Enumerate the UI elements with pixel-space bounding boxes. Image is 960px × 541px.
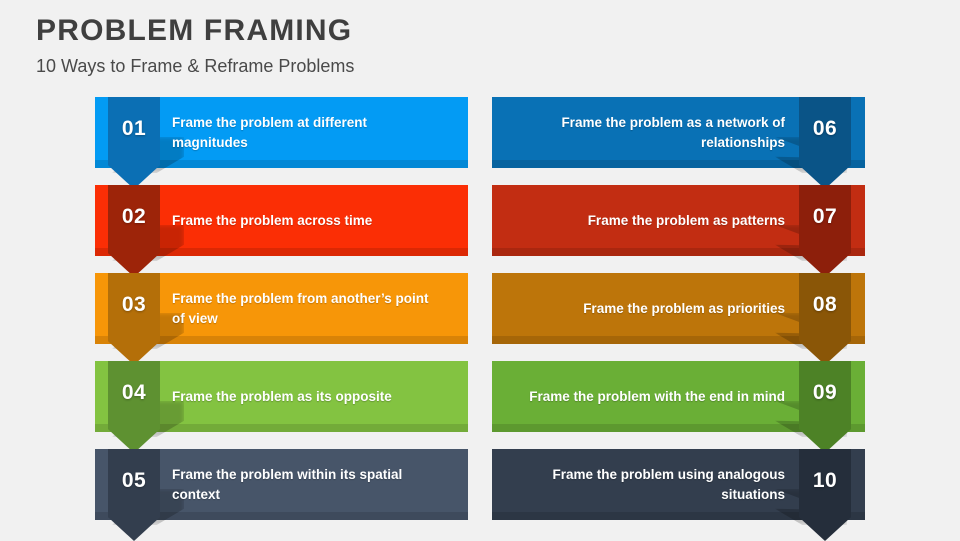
item-number: 07 xyxy=(812,205,838,228)
item-label: Frame the problem as a network of relati… xyxy=(561,114,785,150)
framing-item-08[interactable]: Frame the problem as priorities 08 xyxy=(492,273,865,365)
number-ribbon-badge: 03 xyxy=(108,273,160,365)
number-ribbon-badge: 01 xyxy=(108,97,160,189)
framing-item-07[interactable]: Frame the problem as patterns 07 xyxy=(492,185,865,277)
number-ribbon-badge: 06 xyxy=(799,97,851,189)
item-number: 10 xyxy=(812,469,838,492)
item-number: 01 xyxy=(121,117,147,140)
number-ribbon-badge: 08 xyxy=(799,273,851,365)
number-ribbon-badge: 05 xyxy=(108,449,160,541)
item-label: Frame the problem with the end in mind xyxy=(529,388,785,404)
left-column: Frame the problem at different magnitude… xyxy=(95,97,468,541)
framing-item-10[interactable]: Frame the problem using analogous situat… xyxy=(492,449,865,541)
framing-item-03[interactable]: Frame the problem from another’s point o… xyxy=(95,273,468,365)
framing-item-01[interactable]: Frame the problem at different magnitude… xyxy=(95,97,468,189)
slide-header: PROBLEM FRAMING 10 Ways to Frame & Refra… xyxy=(36,14,736,77)
item-label: Frame the problem across time xyxy=(172,212,373,228)
framing-item-02[interactable]: Frame the problem across time 02 xyxy=(95,185,468,277)
item-number: 02 xyxy=(121,205,147,228)
number-ribbon-badge: 10 xyxy=(799,449,851,541)
framing-item-04[interactable]: Frame the problem as its opposite 04 xyxy=(95,361,468,453)
page-subtitle: 10 Ways to Frame & Reframe Problems xyxy=(36,56,355,76)
item-number: 03 xyxy=(121,293,147,316)
item-number: 06 xyxy=(812,117,838,140)
item-number: 08 xyxy=(812,293,838,316)
right-column: Frame the problem as a network of relati… xyxy=(492,97,865,541)
item-label: Frame the problem using analogous situat… xyxy=(552,466,785,502)
framing-item-09[interactable]: Frame the problem with the end in mind 09 xyxy=(492,361,865,453)
page-title: PROBLEM FRAMING xyxy=(36,14,353,47)
item-number: 05 xyxy=(121,469,147,492)
item-label: Frame the problem as patterns xyxy=(587,212,785,228)
item-label: Frame the problem as its opposite xyxy=(172,388,392,404)
framing-item-05[interactable]: Frame the problem within its spatial con… xyxy=(95,449,468,541)
number-ribbon-badge: 04 xyxy=(108,361,160,453)
item-number: 09 xyxy=(812,381,838,404)
number-ribbon-badge: 09 xyxy=(799,361,851,453)
number-ribbon-badge: 02 xyxy=(108,185,160,277)
item-label: Frame the problem from another’s point o… xyxy=(172,290,429,326)
number-ribbon-badge: 07 xyxy=(799,185,851,277)
item-label: Frame the problem within its spatial con… xyxy=(172,466,403,502)
item-number: 04 xyxy=(121,381,147,404)
item-label: Frame the problem as priorities xyxy=(583,300,785,316)
framing-item-06[interactable]: Frame the problem as a network of relati… xyxy=(492,97,865,189)
item-label: Frame the problem at different magnitude… xyxy=(172,114,368,150)
